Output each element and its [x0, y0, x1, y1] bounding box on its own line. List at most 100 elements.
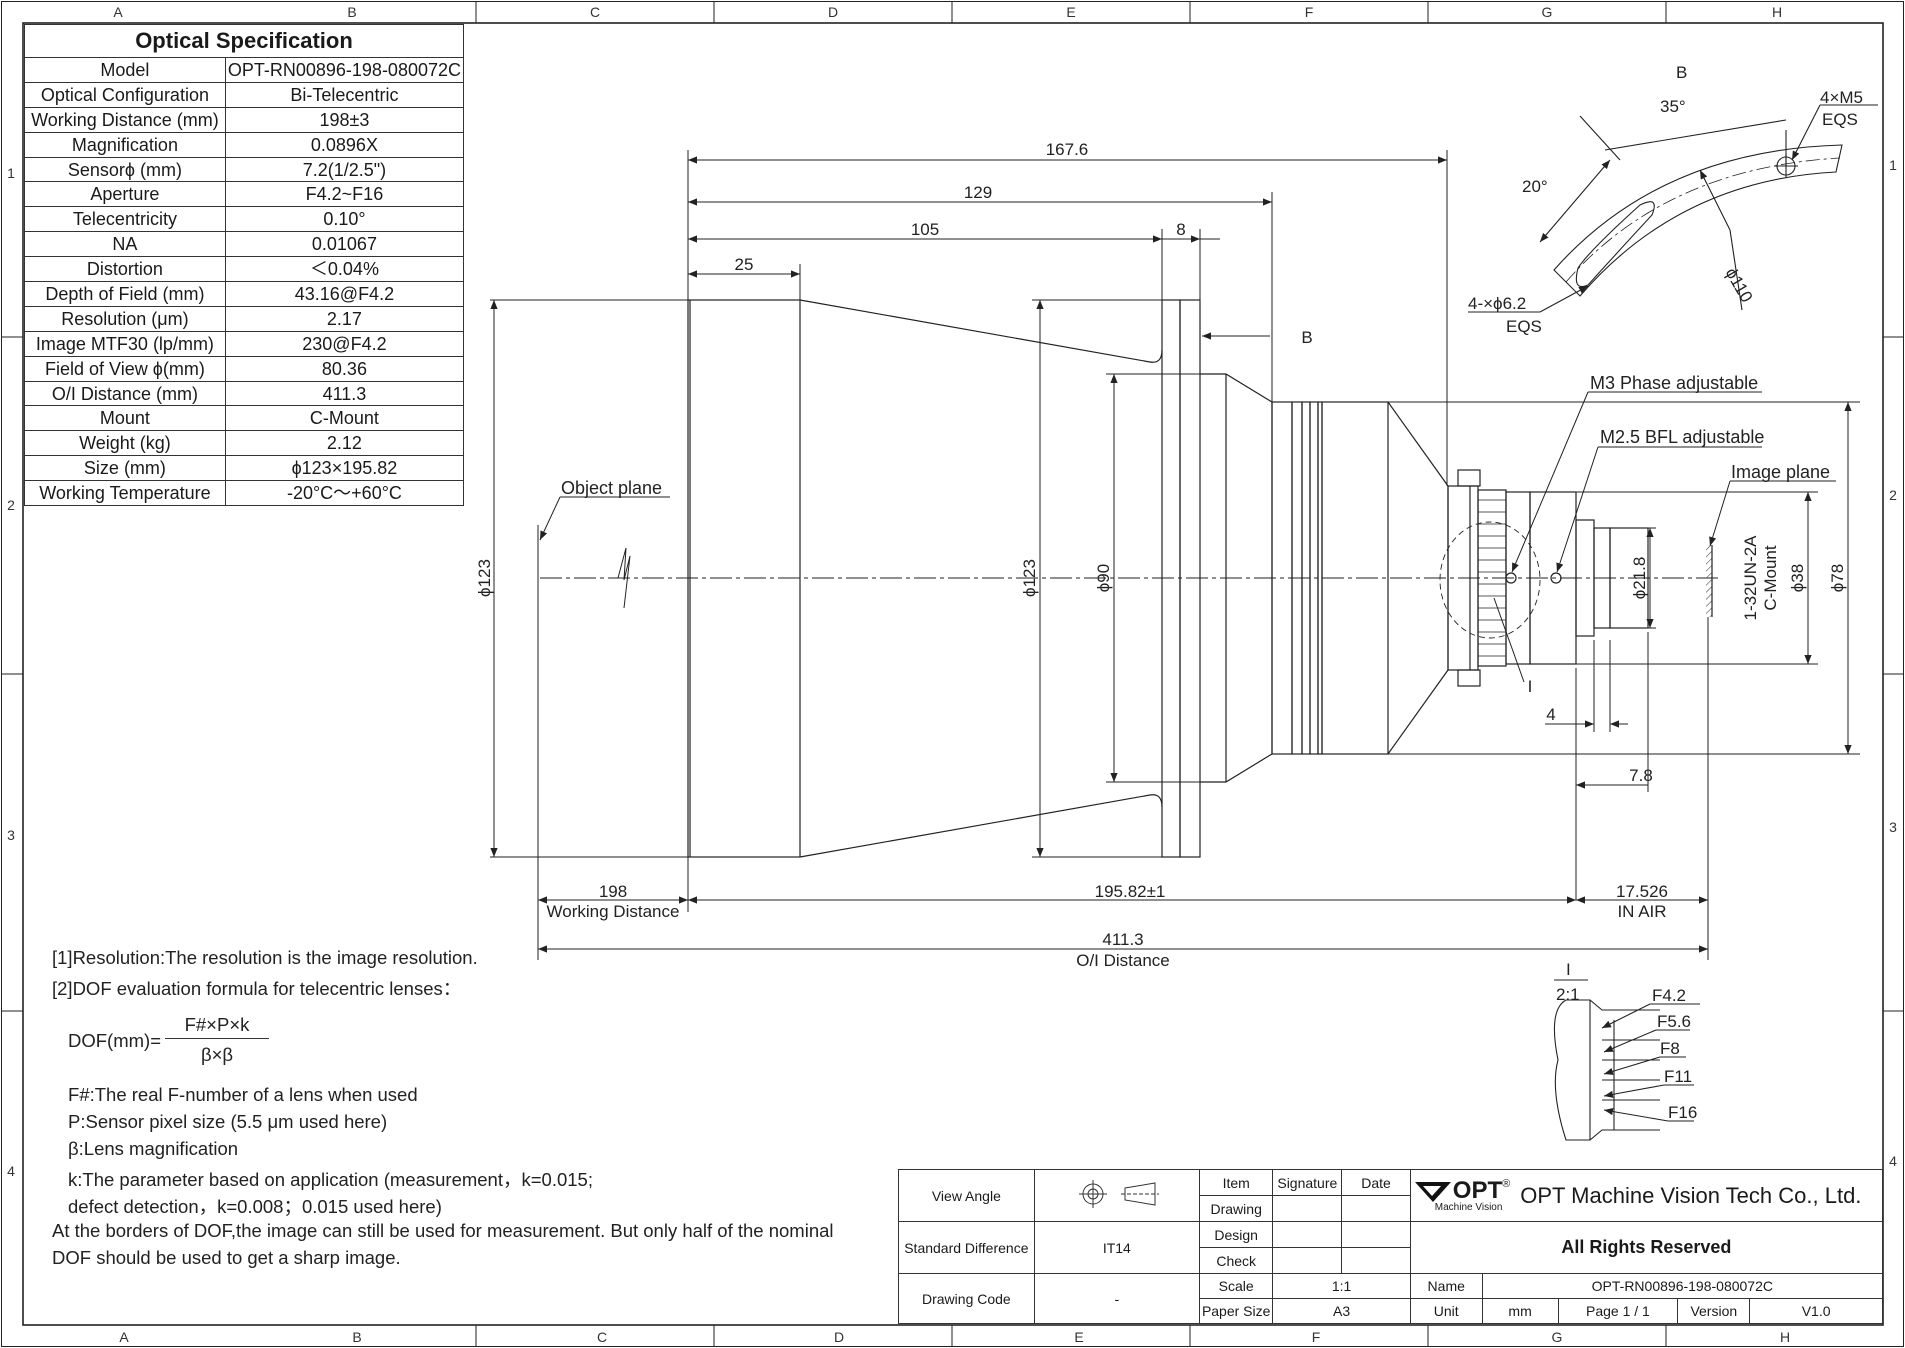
spec-key: Image MTF30 (lp/mm): [24, 330, 226, 357]
dof-numerator: F#×P×k: [165, 1014, 269, 1039]
image-plane-label: Image plane: [1731, 462, 1830, 482]
tb-unit: Unit: [1409, 1298, 1483, 1324]
dimension-lines: [490, 150, 1860, 960]
registered-icon: ®: [1502, 1178, 1511, 1190]
dimension-labels: 167.6 129 105 8 25 B ϕ123 ϕ123 ϕ90 ϕ21.8…: [475, 140, 1847, 970]
detail-i: [1553, 979, 1700, 1141]
spec-value: 411.3: [224, 380, 465, 407]
holes-label: 4-×ϕ6.2: [1468, 294, 1526, 313]
tb-unit-value: mm: [1481, 1298, 1559, 1324]
detail-title: I: [1566, 960, 1571, 979]
spec-key: Weight (kg): [24, 430, 226, 457]
note-border-1: At the borders of DOF,the image can stil…: [52, 1220, 834, 1241]
tb-scale: Scale: [1198, 1273, 1274, 1299]
dim-25: 25: [735, 255, 754, 274]
spec-key: Telecentricity: [24, 206, 226, 233]
dim-7-8: 7.8: [1629, 766, 1653, 785]
spec-value: 0.10°: [224, 206, 465, 233]
col-label: F: [1305, 4, 1314, 20]
tb-paper-value: A3: [1272, 1298, 1411, 1324]
spec-value: -20°C～+60°C: [224, 480, 465, 507]
spec-value: ＜0.04%: [224, 256, 465, 283]
detail-i-marker: I: [1528, 677, 1533, 696]
spec-key: NA: [24, 231, 226, 258]
spec-row: Distortion＜0.04%: [24, 256, 465, 283]
spec-key: Working Distance (mm): [24, 106, 226, 133]
col-label: C: [597, 1329, 607, 1345]
dim-phi123-left: ϕ123: [475, 559, 494, 597]
spec-key: Field of View ϕ(mm): [24, 355, 226, 382]
note-dof-heading: [2]DOF evaluation formula for telecentri…: [52, 978, 462, 999]
dim-phi90: ϕ90: [1094, 564, 1113, 592]
note-k2: defect detection，k=0.008；0.015 used here…: [68, 1196, 442, 1217]
spec-value: 230@F4.2: [224, 330, 465, 357]
inair-label: IN AIR: [1617, 902, 1666, 921]
note-fnumber: F#:The real F-number of a lens when used: [68, 1084, 418, 1105]
tb-version-value: V1.0: [1749, 1298, 1883, 1324]
eqs-label-2: EQS: [1506, 317, 1542, 336]
note-beta: β:Lens magnification: [68, 1138, 239, 1159]
std-diff-value: IT14: [1033, 1221, 1200, 1274]
spec-key: Depth of Field (mm): [24, 281, 226, 307]
tb-scale-value: 1:1: [1272, 1273, 1411, 1299]
rights-text: All Rights Reserved: [1409, 1221, 1884, 1274]
view-b-labels: B 35° 20° 4×M5 EQS 4-×ϕ6.2 EQS ϕ110: [1468, 63, 1863, 336]
m5-label: 4×M5: [1820, 88, 1863, 107]
row-label: 3: [1889, 819, 1897, 835]
spec-row: Resolution (μm)2.17: [24, 305, 465, 332]
spec-value: OPT-RN00896-198-080072C: [224, 57, 465, 83]
fstop-label: F16: [1668, 1103, 1697, 1122]
spec-key: Distortion: [24, 256, 226, 283]
drawing-code-label: Drawing Code: [898, 1273, 1035, 1324]
tb-paper: Paper Size: [1198, 1298, 1274, 1324]
tb-page: Page 1 / 1: [1557, 1298, 1679, 1324]
col-label: H: [1780, 1329, 1790, 1345]
callout-labels: Object plane M3 Phase adjustable M2.5 BF…: [561, 373, 1830, 498]
tb-drawing: Drawing: [1198, 1195, 1274, 1222]
logo-sub: Machine Vision: [1434, 1201, 1503, 1213]
detail-i-labels: I 2:1 F4.2 F5.6 F8 F11 F16: [1556, 960, 1697, 1122]
fstop-label: F8: [1660, 1039, 1680, 1058]
spec-value: 2.17: [224, 305, 465, 332]
spec-row: Image MTF30 (lp/mm)230@F4.2: [24, 330, 465, 357]
spec-value: 0.0896X: [224, 131, 465, 158]
row-label: 2: [1889, 487, 1897, 503]
tb-design: Design: [1198, 1221, 1274, 1248]
spec-value: 80.36: [224, 355, 465, 382]
spec-key: Sensorϕ (mm): [24, 156, 226, 183]
dim-length: 195.82±1: [1095, 882, 1166, 901]
title-block: View Angle Item Signature Date OPT: [898, 1169, 1884, 1324]
thread-label: 1-32UN-2A: [1741, 535, 1760, 621]
b-arrow-label: B: [1301, 328, 1312, 347]
note-resolution: [1]Resolution:The resolution is the imag…: [52, 947, 478, 968]
object-plane-label: Object plane: [561, 478, 662, 498]
grid-labels: A B C D E F G H A B C D E F G H 1 2 3 4 …: [7, 4, 1897, 1345]
m3-label: M3 Phase adjustable: [1590, 373, 1758, 393]
phi110-label: ϕ110: [1722, 265, 1757, 306]
spec-key: O/I Distance (mm): [24, 380, 226, 407]
company-cell: OPT ® Machine Vision OPT Machine Vision …: [1409, 1169, 1884, 1222]
detail-scale: 2:1: [1556, 985, 1580, 1004]
col-label: A: [119, 1329, 129, 1345]
dim-phi21: ϕ21.8: [1630, 557, 1649, 600]
fstop-label: F5.6: [1657, 1012, 1691, 1031]
spec-row: Size (mm)ϕ123×195.82: [24, 455, 465, 482]
spec-row: Working Temperature-20°C～+60°C: [24, 480, 465, 507]
logo-text: OPT: [1452, 1176, 1503, 1204]
note-border-2: DOF should be used to get a sharp image.: [52, 1247, 401, 1268]
dim-phi78: ϕ78: [1828, 564, 1847, 592]
spec-value: 198±3: [224, 106, 465, 133]
company-name: OPT Machine Vision Tech Co., Ltd.: [1520, 1182, 1862, 1208]
spec-value: Bi-Telecentric: [224, 81, 465, 108]
opt-logo-icon: [1414, 1181, 1451, 1202]
note-k1: k:The parameter based on application (me…: [68, 1169, 593, 1190]
tb-check: Check: [1198, 1247, 1274, 1274]
view-angle-label: View Angle: [898, 1169, 1035, 1222]
spec-value: C-Mount: [224, 405, 465, 432]
dof-formula-label: DOF(mm)=: [68, 1030, 161, 1051]
tb-name-value: OPT-RN00896-198-080072C: [1481, 1273, 1884, 1299]
spec-value: 7.2(1/2.5"): [224, 156, 465, 183]
